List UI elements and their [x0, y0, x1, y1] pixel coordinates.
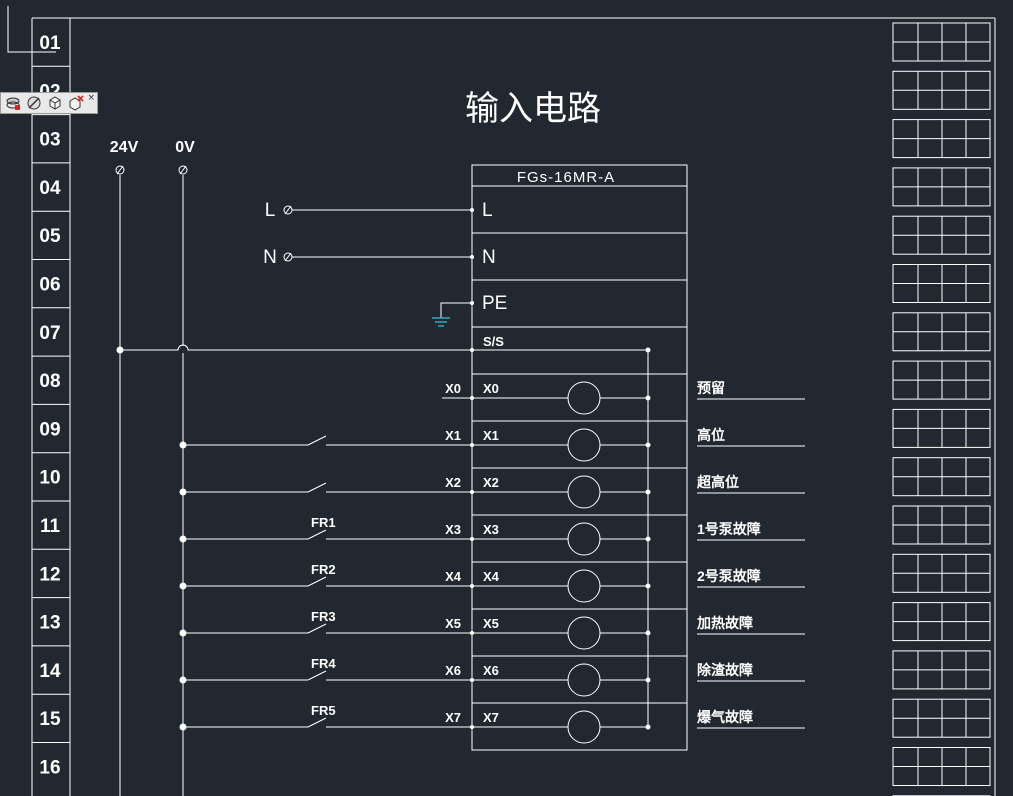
row-number: 16 [39, 758, 60, 779]
plc-input-terminal: X1 [483, 428, 499, 443]
row-number: 01 [39, 33, 61, 54]
plc-terminal-n: N [482, 247, 496, 268]
device-label: FR2 [311, 562, 336, 577]
input-indicator-lamp [567, 522, 601, 556]
device-label: FR5 [311, 703, 336, 718]
toolbar-close-button[interactable]: × [87, 93, 95, 103]
input-wire-label: X7 [445, 710, 461, 725]
input-wire-label: X2 [445, 475, 461, 490]
row-number: 15 [39, 709, 61, 730]
input-row: X5 X5 加热故障 FR3 [179, 609, 805, 657]
input-row: X1 X1 高位 [179, 427, 805, 469]
input-indicator-lamp [567, 569, 601, 603]
supply-24v-label: 24V [110, 139, 139, 156]
plc-module[interactable] [471, 164, 688, 751]
row-number: 04 [39, 178, 61, 199]
terminal-circles [115, 165, 293, 262]
title-block-grid [892, 22, 991, 796]
floating-toolbar[interactable]: × [0, 92, 98, 114]
input-row: X6 X6 除渣故障 FR4 [179, 656, 805, 704]
row-number: 03 [39, 130, 60, 151]
plc-input-terminal: X5 [483, 616, 499, 631]
input-row: X0 X0 预留 [442, 380, 805, 422]
row-number: 10 [39, 468, 60, 489]
input-row: X2 X2 超高位 [179, 474, 805, 516]
plc-model-label: FGs-16MR-A [517, 169, 615, 186]
plc-terminal-pe: PE [482, 293, 507, 314]
row-number: 14 [39, 661, 61, 682]
plc-input-terminal: X7 [483, 710, 499, 725]
row-number: 07 [39, 323, 60, 344]
plc-terminal-ss: S/S [483, 334, 504, 349]
plc-input-terminal: X2 [483, 475, 499, 490]
plc-terminal-l: L [482, 200, 493, 221]
row-number: 08 [39, 371, 60, 392]
input-description: 高位 [697, 427, 725, 443]
input-indicator-lamp [567, 475, 601, 509]
row-number: 05 [39, 226, 61, 247]
input-row: X4 X4 2号泵故障 FR2 [179, 562, 805, 610]
input-wire-label: X1 [445, 428, 461, 443]
plc-input-terminal: X6 [483, 663, 499, 678]
supply-0v-label: 0V [175, 139, 195, 156]
layer-icon[interactable] [4, 94, 22, 112]
row-number: 06 [39, 275, 60, 296]
input-wire-label: X3 [445, 522, 461, 537]
input-indicator-lamp [567, 710, 601, 744]
cube-delete-icon[interactable] [67, 94, 85, 112]
layer-off-icon[interactable] [25, 94, 43, 112]
row-number: 12 [39, 564, 60, 585]
device-label: FR1 [311, 515, 336, 530]
row-number: 13 [39, 613, 60, 634]
input-row: X7 X7 爆气故障 FR5 [179, 703, 805, 751]
input-wire-label: X4 [445, 569, 462, 584]
input-description: 1号泵故障 [697, 521, 761, 537]
plc-input-terminal: X0 [483, 381, 499, 396]
drawing-title: 输入电路 [465, 90, 601, 128]
input-wire-label: X6 [445, 663, 461, 678]
plc-input-terminal: X4 [483, 569, 500, 584]
device-label: FR4 [311, 656, 336, 671]
power-n-label: N [263, 247, 277, 268]
input-indicator-lamp [567, 381, 601, 415]
input-description: 加热故障 [696, 615, 753, 631]
input-description: 爆气故障 [697, 709, 753, 725]
input-indicator-lamp [567, 663, 601, 697]
ground-icon [432, 317, 450, 327]
power-l-label: L [265, 200, 276, 221]
input-description: 超高位 [696, 474, 739, 490]
input-wire-label: X0 [445, 381, 461, 396]
input-description: 除渣故障 [697, 662, 753, 678]
input-wire-label: X5 [445, 616, 461, 631]
device-label: FR3 [311, 609, 336, 624]
row-number: 11 [40, 516, 61, 537]
junction-dots [116, 208, 651, 354]
row-number-column: 01020304050607080910111213141516 [31, 17, 71, 796]
input-description: 2号泵故障 [697, 568, 761, 584]
input-description: 预留 [697, 380, 725, 396]
plc-input-terminal: X3 [483, 522, 499, 537]
row-number: 09 [39, 419, 60, 440]
input-indicator-lamp [567, 428, 601, 462]
cube-icon[interactable] [46, 94, 64, 112]
input-indicator-lamp [567, 616, 601, 650]
drawing-frame [7, 6, 996, 796]
input-row: X3 X3 1号泵故障 FR1 [179, 515, 805, 563]
